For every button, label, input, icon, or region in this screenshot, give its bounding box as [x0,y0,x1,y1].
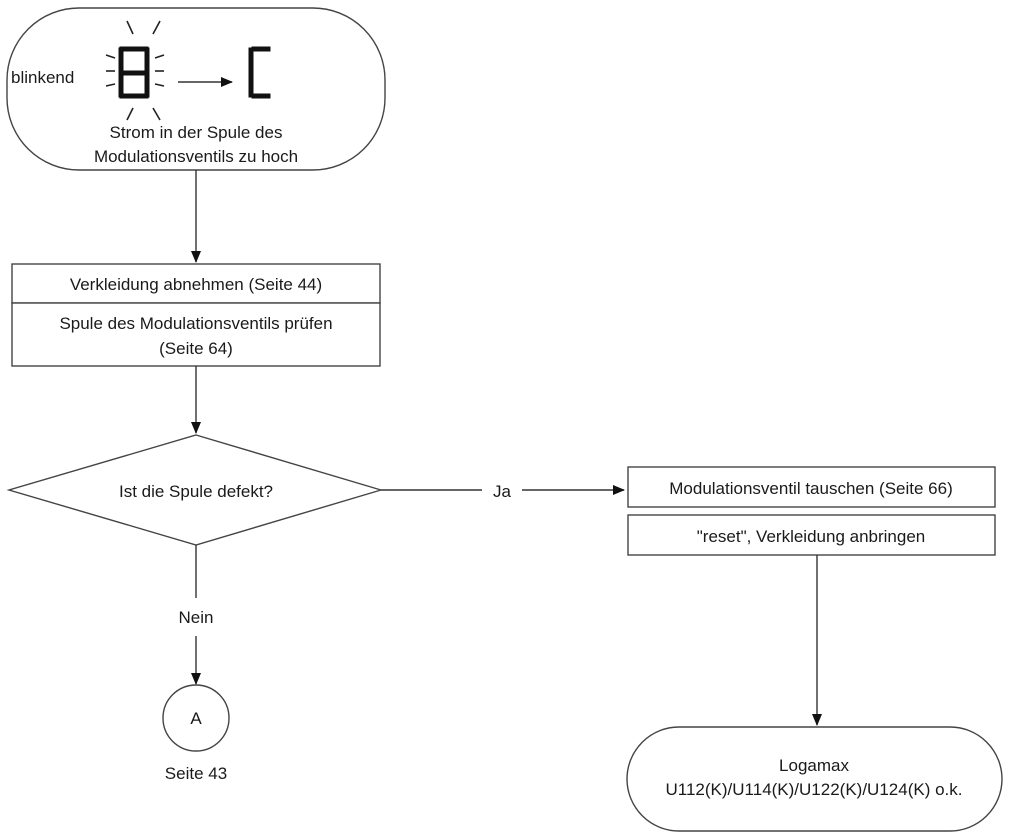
step1-cell-2 [11,302,381,367]
end-terminal-shape [626,726,1003,832]
connector-a: A Seite 43 [162,684,230,783]
yes-step2-text: "reset", Verkleidung anbringen [697,527,926,546]
yes-step2-box: "reset", Verkleidung anbringen [627,514,996,556]
connector-label: A [190,709,202,728]
blinking-digit-8-icon [105,20,165,121]
yes-label: Ja [493,482,512,501]
blink-label: blinkend [11,68,74,87]
start-text-line2: Modulationsventils zu hoch [94,147,298,166]
end-terminal: Logamax U112(K)/U114(K)/U122(K)/U124(K) … [626,726,1003,832]
start-terminal-shape [6,7,386,171]
end-line2: U112(K)/U114(K)/U122(K)/U124(K) o.k. [666,780,963,799]
end-line1: Logamax [779,756,849,775]
decision-diamond: Ist die Spule defekt? [6,434,384,546]
step1-line3: (Seite 64) [159,339,233,358]
yes-step1-shape [627,466,996,508]
no-label: Nein [179,608,214,627]
yes-step1-box: Modulationsventil tauschen (Seite 66) [627,466,996,508]
decision-question: Ist die Spule defekt? [119,482,273,501]
start-text-line1: Strom in der Spule des [110,123,283,142]
step1-line1: Verkleidung abnehmen (Seite 44) [70,275,322,294]
yes-step2-shape [627,514,996,556]
yes-step1-text: Modulationsventil tauschen (Seite 66) [669,479,953,498]
connector-a-shape [162,684,230,752]
start-terminal: blinkend Strom in der Spule des Modulati… [6,7,386,171]
step1-cell-1 [11,263,381,304]
connector-caption: Seite 43 [165,764,227,783]
step1-box: Verkleidung abnehmen (Seite 44) Spule de… [11,263,381,367]
step1-line2: Spule des Modulationsventils prüfen [59,314,332,333]
digit-c-icon [248,46,271,99]
